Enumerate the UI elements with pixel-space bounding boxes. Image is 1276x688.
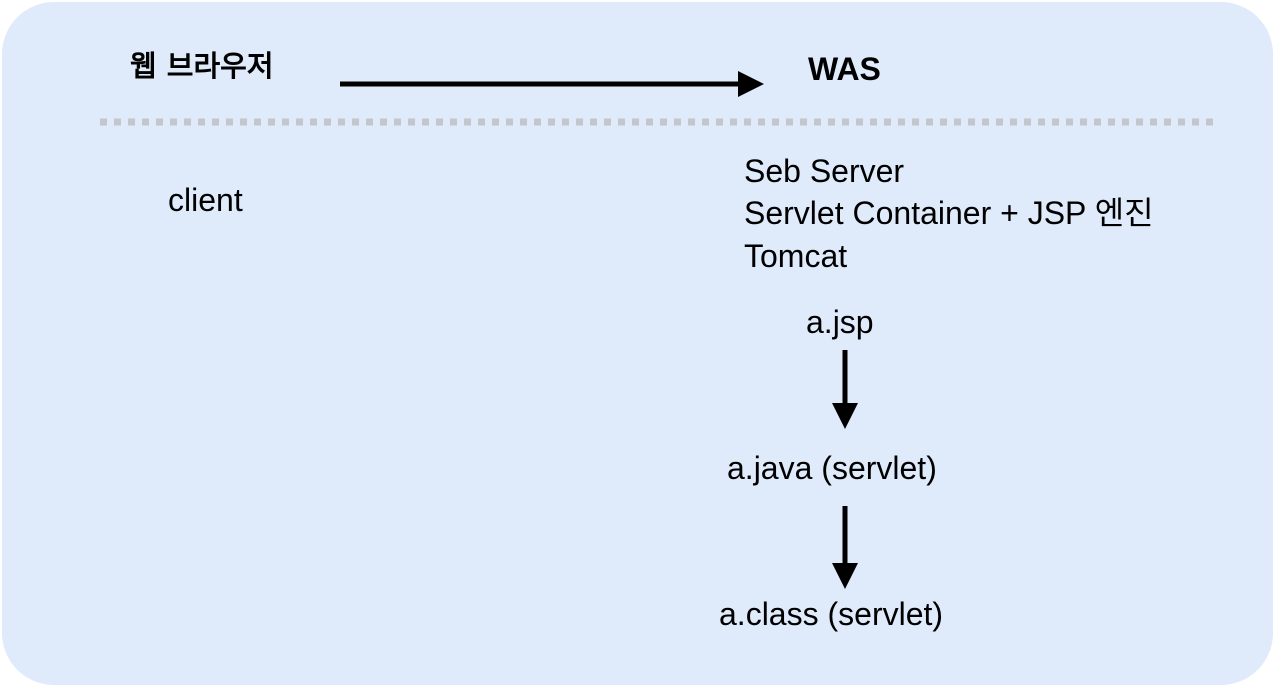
arrow-java-to-class [832,506,858,589]
server-line-web-server: Seb Server [744,153,905,189]
client-label: client [168,182,243,218]
was-heading: WAS [808,51,881,87]
flow-node-jsp: a.jsp [806,304,874,340]
web-browser-heading: 웹 브라우저 [130,49,274,83]
request-arrow [340,71,764,97]
server-line-tomcat: Tomcat [744,238,848,274]
arrow-jsp-to-java [832,350,858,429]
server-line-servlet-container: Servlet Container + JSP 엔진 [744,195,1154,231]
flow-node-java: a.java (servlet) [727,450,937,486]
flow-node-class: a.class (servlet) [719,596,944,632]
